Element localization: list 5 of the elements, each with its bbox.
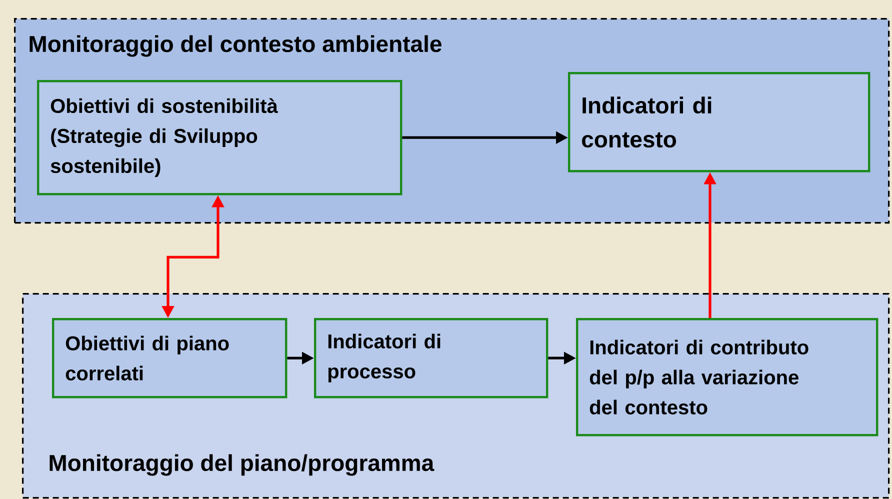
process-box: Indicatori di processo [314, 318, 548, 398]
process-box: Obiettivi di sostenibilità (Strategie di Sviluppo sostenibile) [37, 80, 402, 196]
process-box: Obiettivi di piano correlati [52, 318, 288, 398]
process-box: Indicatori di contesto [568, 72, 870, 172]
process-box: Indicatori di contributo del p/p alla variazione del contesto [576, 318, 878, 436]
